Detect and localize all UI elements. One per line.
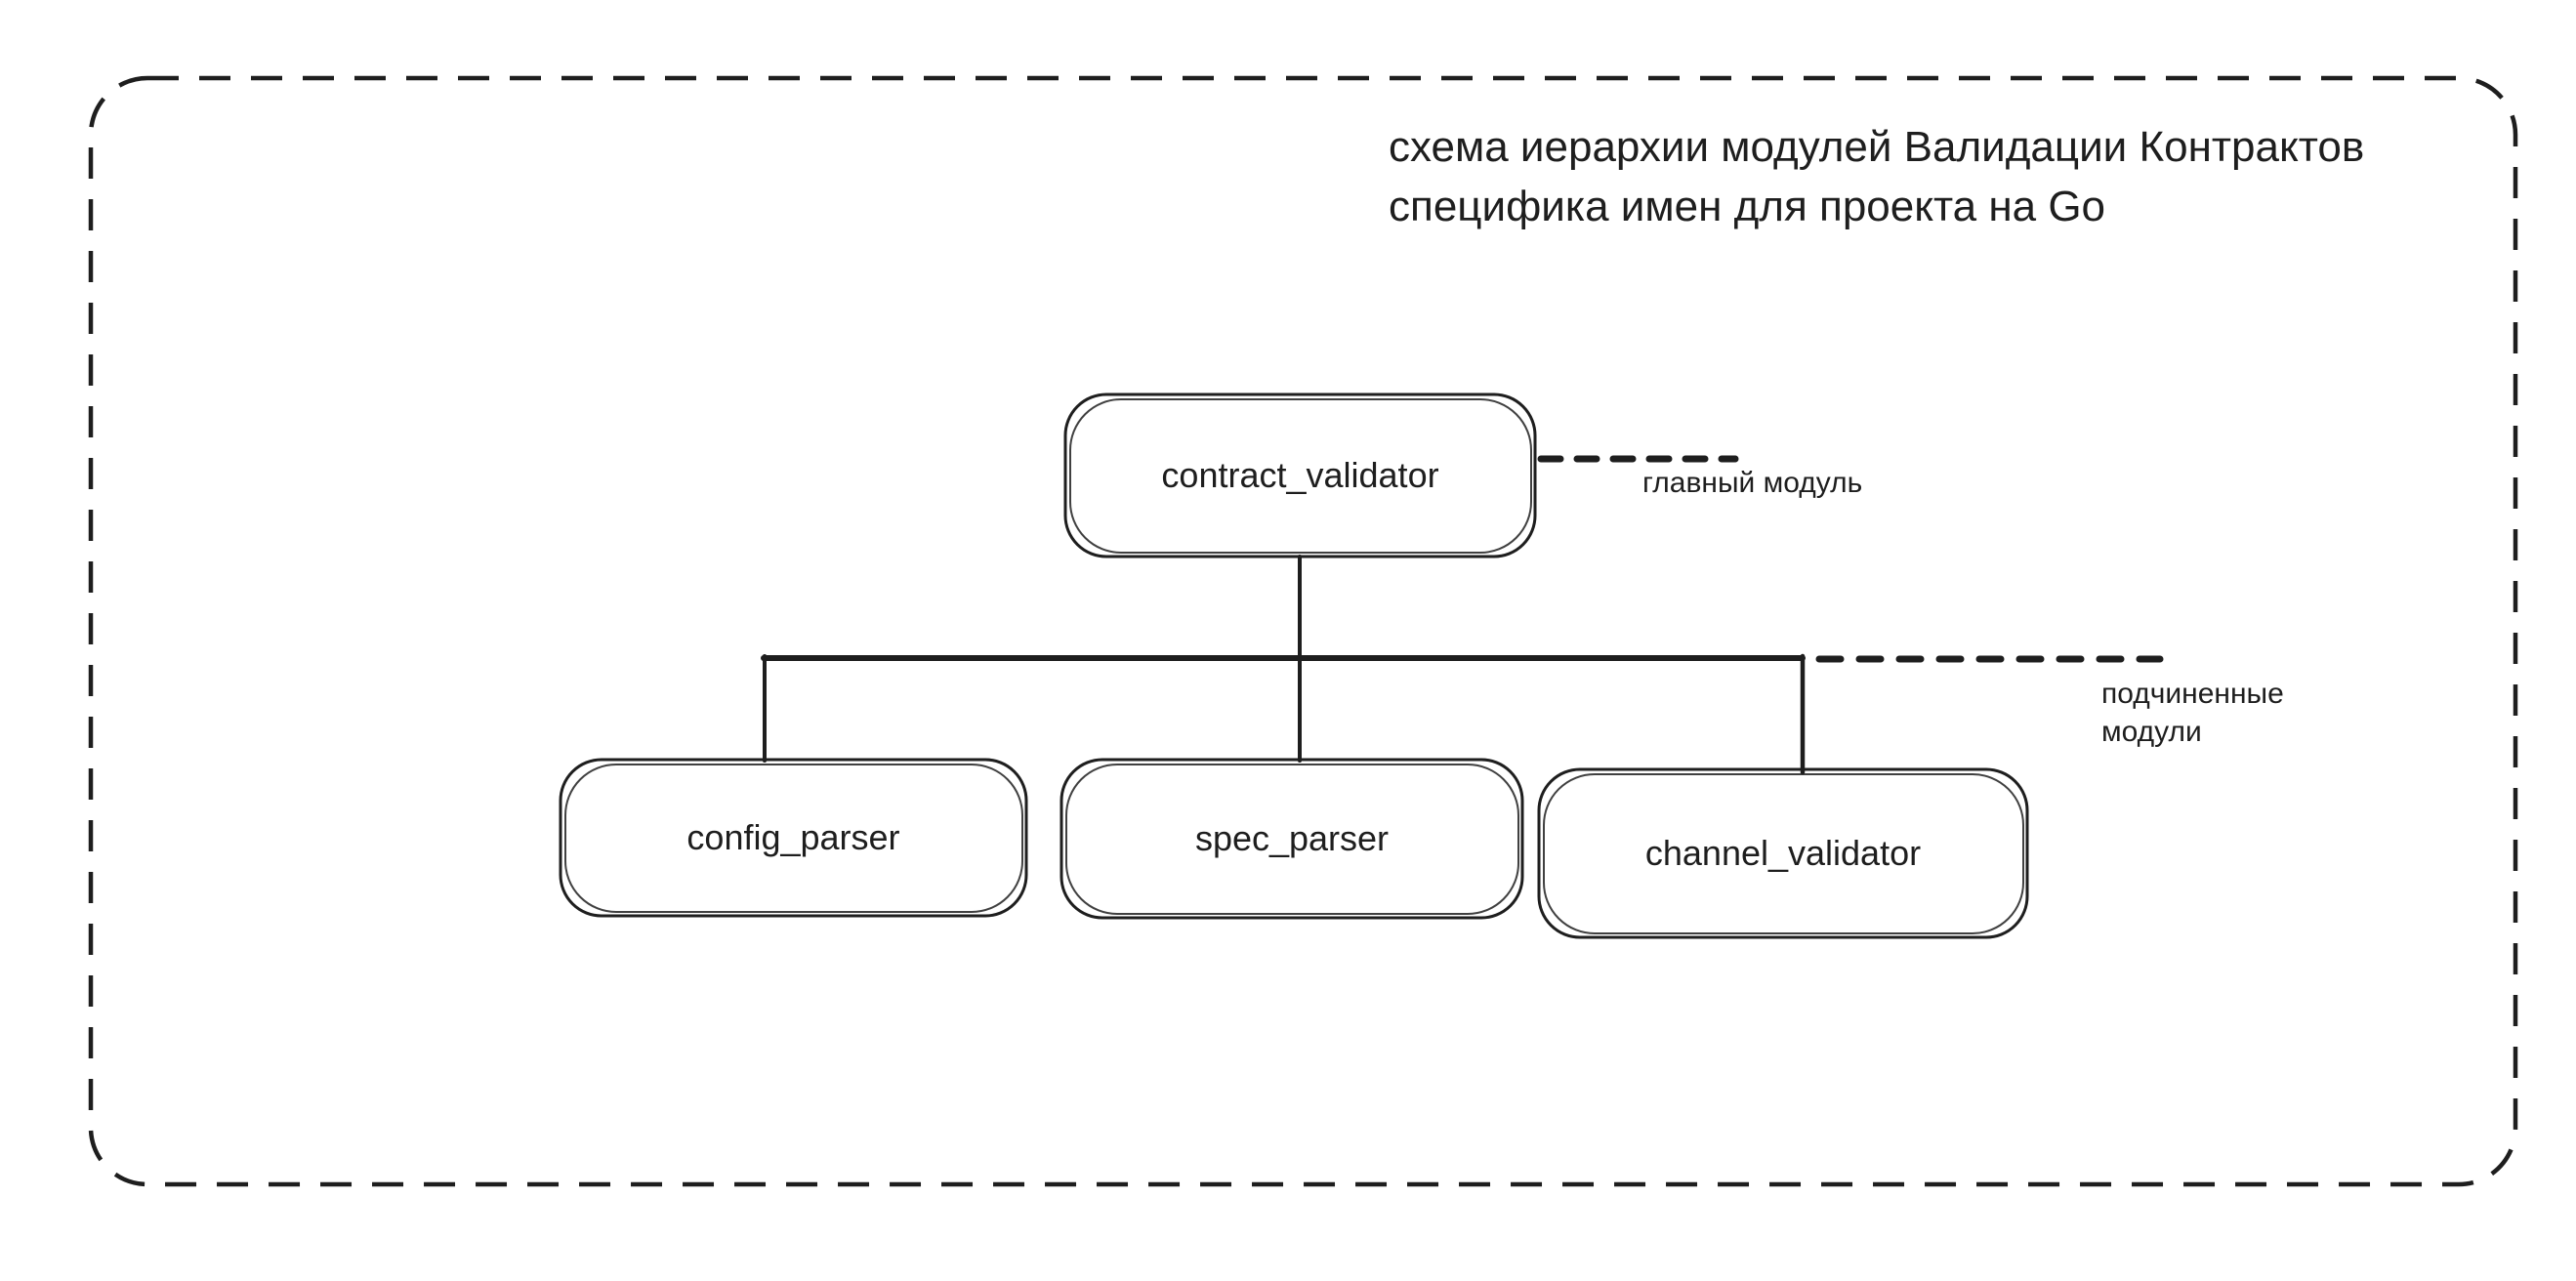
node-contract-validator: contract_validator [1065,394,1535,557]
node-box-config-parser [559,758,1028,918]
node-spec-parser: spec_parser [1061,760,1522,918]
node-boxes [559,393,2029,939]
diagram-title: схема иерархии модулей Валидации Контрак… [1389,117,2364,236]
title-line-2: специфика имен для проекта на Go [1389,183,2106,230]
annotation-main-module-label: главный модуль [1642,467,1863,499]
node-contract-validator-label: contract_validator [1161,455,1439,495]
annotation-subordinate-modules: подчиненные модули [2101,675,2284,751]
node-box-channel-validator [1537,767,2029,939]
annotation-subordinate-modules-line-2: модули [2101,716,2202,748]
node-config-parser-label: config_parser [686,817,900,857]
outer-dashed-border [88,75,2518,1187]
annotation-leaders [1537,455,2164,663]
node-box-spec-parser [1059,758,1524,920]
node-config-parser: config_parser [561,760,1026,916]
title-line-1: схема иерархии модулей Валидации Контрак… [1389,123,2365,171]
annotation-main-module: главный модуль [1642,464,1862,502]
node-channel-validator: channel_validator [1539,769,2027,937]
node-box-contract-validator [1063,393,1537,558]
annotation-subordinate-modules-line-1: подчиненные [2101,678,2284,710]
node-channel-validator-label: channel_validator [1644,833,1922,873]
connector-lines [761,555,1806,775]
node-spec-parser-label: spec_parser [1194,818,1390,858]
